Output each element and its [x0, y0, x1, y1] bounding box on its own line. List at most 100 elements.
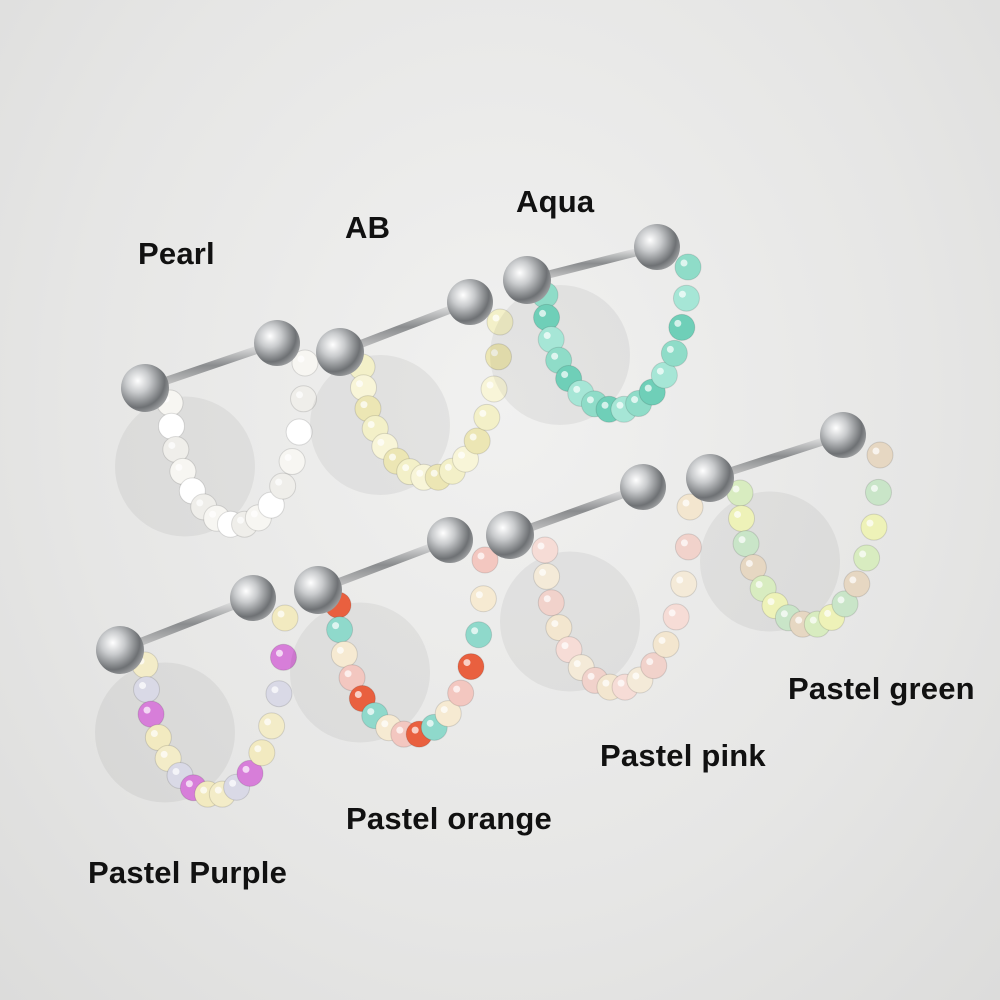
bead-highlight	[175, 463, 183, 471]
bead-highlight	[674, 319, 682, 327]
bead-highlight	[291, 424, 299, 432]
bead-highlight	[738, 536, 746, 544]
bead-highlight	[381, 720, 389, 728]
bead-highlight	[646, 658, 654, 666]
bead	[457, 653, 485, 681]
bead-highlight	[250, 510, 258, 518]
bead-highlight	[229, 779, 237, 787]
bead-highlight	[680, 539, 688, 547]
earring-aqua	[490, 224, 702, 425]
barbell-ball-left	[316, 328, 364, 376]
bead	[728, 504, 756, 532]
bead	[285, 418, 313, 446]
label-pastel-purple: Pastel Purple	[88, 855, 288, 890]
barbell-ball-right	[230, 575, 276, 621]
bead-highlight	[859, 550, 867, 558]
bead-highlight	[745, 559, 753, 567]
bead	[652, 630, 680, 658]
label-ab: AB	[345, 210, 391, 245]
bead	[463, 427, 491, 455]
bead-highlight	[732, 485, 740, 493]
bead-highlight	[656, 367, 664, 375]
bead-highlight	[676, 576, 684, 584]
bead-highlight	[263, 497, 271, 505]
bead	[265, 680, 293, 708]
bead	[662, 603, 690, 631]
bead-highlight	[396, 726, 404, 734]
barbell-ball-right	[254, 320, 300, 366]
label-pearl: Pearl	[138, 236, 215, 271]
bead-highlight	[644, 384, 652, 392]
bead-highlight	[271, 686, 279, 694]
bead-highlight	[539, 309, 547, 317]
bead-highlight	[682, 499, 690, 507]
bead-highlight	[275, 649, 283, 657]
bead	[330, 640, 358, 668]
earring-ab	[310, 279, 514, 495]
bead-highlight	[356, 380, 364, 388]
bead	[531, 536, 559, 564]
bead-highlight	[543, 595, 551, 603]
bead	[248, 739, 276, 767]
bead	[157, 412, 185, 440]
bead-highlight	[492, 314, 500, 322]
bead-highlight	[837, 596, 845, 604]
barbell-ball-left	[486, 511, 534, 559]
bead	[640, 652, 668, 680]
label-pastel-pink: Pastel pink	[600, 738, 766, 773]
bead-highlight	[486, 381, 494, 389]
bead	[676, 493, 704, 521]
bead-highlight	[668, 609, 676, 617]
earring-pastel-pink	[486, 464, 704, 701]
bead	[471, 546, 499, 574]
label-pastel-orange: Pastel orange	[346, 801, 552, 836]
bead-highlight	[354, 691, 362, 699]
bead-highlight	[163, 418, 171, 426]
bead	[278, 448, 306, 476]
barbell-ball-left	[294, 566, 342, 614]
bead-highlight	[275, 478, 283, 486]
bead-highlight	[479, 409, 487, 417]
bead-highlight	[411, 726, 419, 734]
earring-pastel-green	[686, 412, 894, 638]
bead	[533, 562, 561, 590]
bead-highlight	[172, 767, 180, 775]
earring-pearl	[115, 320, 319, 538]
bead-highlight	[601, 401, 609, 409]
bead-highlight	[237, 516, 245, 524]
bead-highlight	[242, 765, 250, 773]
bead-highlight	[561, 642, 569, 650]
bead	[668, 313, 696, 341]
bead	[674, 253, 702, 281]
bead-highlight	[367, 708, 375, 716]
bead-highlight	[767, 598, 775, 606]
bead-highlight	[200, 786, 208, 794]
bead-highlight	[402, 464, 410, 472]
bead	[866, 441, 894, 469]
bead-highlight	[209, 510, 217, 518]
bead	[672, 284, 700, 312]
bead-highlight	[561, 371, 569, 379]
bead-highlight	[539, 568, 547, 576]
bead-highlight	[336, 646, 344, 654]
bead-highlight	[222, 516, 230, 524]
bead-highlight	[297, 355, 305, 363]
bead	[843, 570, 871, 598]
bead-highlight	[809, 616, 817, 624]
bead-highlight	[458, 451, 465, 459]
bead-highlight	[284, 454, 292, 462]
bead-highlight	[477, 552, 485, 560]
bead-highlight	[139, 682, 147, 690]
bead	[660, 339, 688, 367]
bead-highlight	[543, 332, 551, 340]
bead-highlight	[168, 441, 176, 449]
bead-highlight	[616, 401, 624, 409]
bead-highlight	[377, 438, 385, 446]
bead	[545, 614, 573, 642]
bead	[447, 679, 475, 707]
bead-highlight	[551, 620, 559, 628]
bead	[831, 590, 859, 618]
bead-highlight	[196, 499, 204, 507]
bead-highlight	[469, 433, 477, 441]
bead	[469, 585, 497, 613]
